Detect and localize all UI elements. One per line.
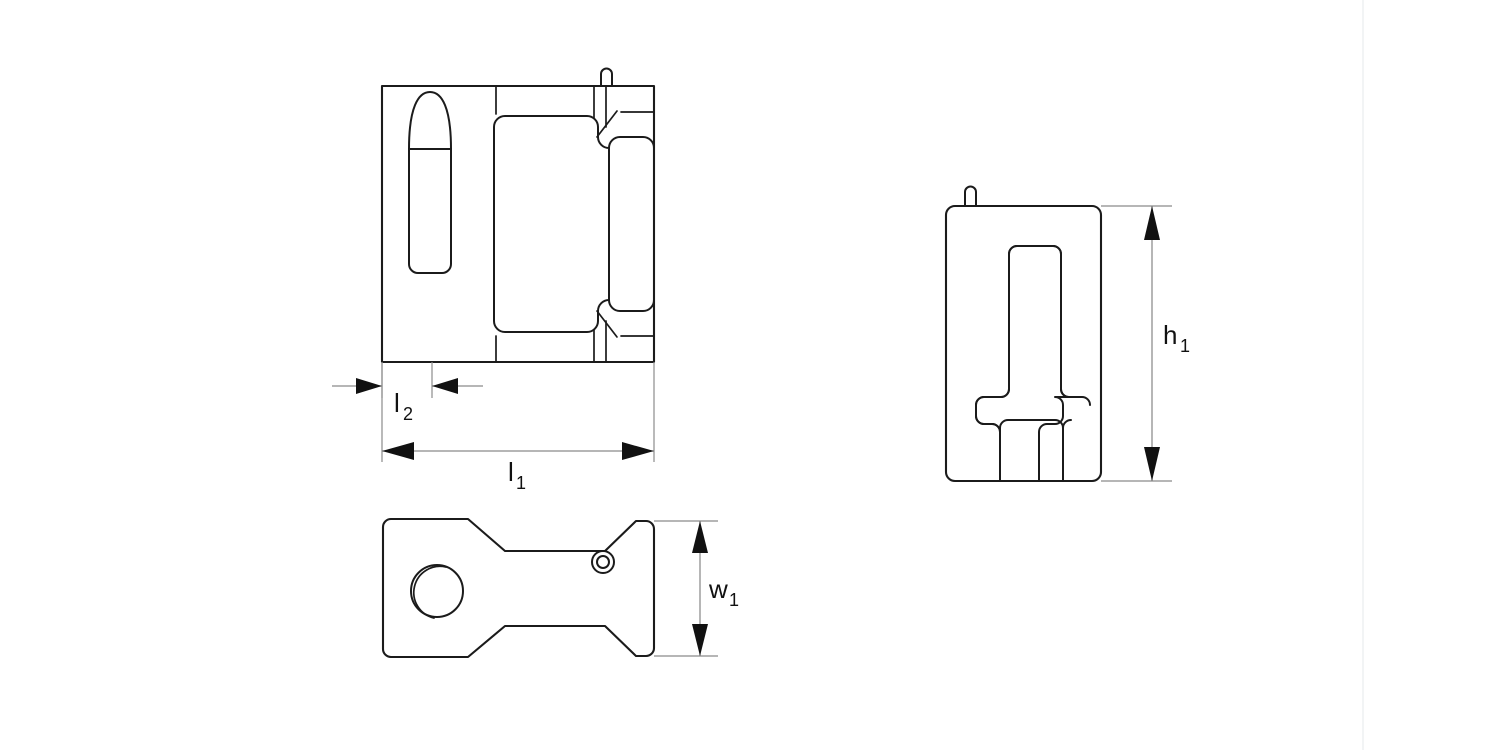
right-step-pocket — [608, 136, 655, 312]
top-pin-tab — [600, 67, 613, 87]
h1-arrow-top — [1144, 206, 1160, 240]
t-slot-outline — [975, 245, 1070, 482]
oval-slot-dome — [408, 91, 452, 150]
bottom-break-diagonal — [596, 310, 618, 338]
l2-arrow-right — [432, 378, 458, 394]
l2-arrow-left — [356, 378, 382, 394]
t-slot-profile — [999, 419, 1072, 482]
dimension-label-w1-sub: 1 — [729, 590, 739, 610]
side-top-pin-tab — [964, 185, 977, 207]
bottom-view-outline — [381, 517, 656, 659]
dimension-label-h1: h — [1163, 320, 1177, 350]
dimension-label-l2-sub: 2 — [403, 404, 413, 424]
dimension-label-h1-sub: 1 — [1180, 336, 1190, 356]
small-hole-inner — [596, 555, 610, 569]
large-bore-offset-arc — [413, 565, 447, 619]
l1-arrow-right — [622, 442, 654, 460]
dimension-label-l1: l — [508, 457, 514, 487]
side-view — [944, 185, 1103, 483]
dimension-label-l1-sub: 1 — [516, 473, 526, 493]
w1-arrow-bottom — [692, 624, 708, 656]
l1-arrow-left — [382, 442, 414, 460]
top-view — [380, 67, 656, 364]
dimension-h1: h 1 — [1101, 205, 1190, 482]
dimension-l1: l 1 — [381, 362, 655, 493]
inner-pocket — [493, 115, 610, 333]
bottom-view — [381, 517, 656, 659]
dimension-w1: w 1 — [654, 520, 739, 657]
oval-slot-body — [408, 148, 452, 274]
dimension-label-l2: l — [394, 388, 400, 418]
t-slot-clean — [975, 245, 1091, 482]
top-view-outline — [380, 84, 656, 364]
top-break-diagonal — [596, 110, 618, 138]
h1-arrow-bottom — [1144, 447, 1160, 481]
dimension-l2: l 2 — [332, 362, 483, 424]
side-view-outline — [944, 204, 1103, 483]
large-bore-circle — [410, 564, 464, 618]
w1-arrow-top — [692, 521, 708, 553]
small-hole-outer — [591, 550, 615, 574]
dimension-label-w1: w — [708, 574, 728, 604]
